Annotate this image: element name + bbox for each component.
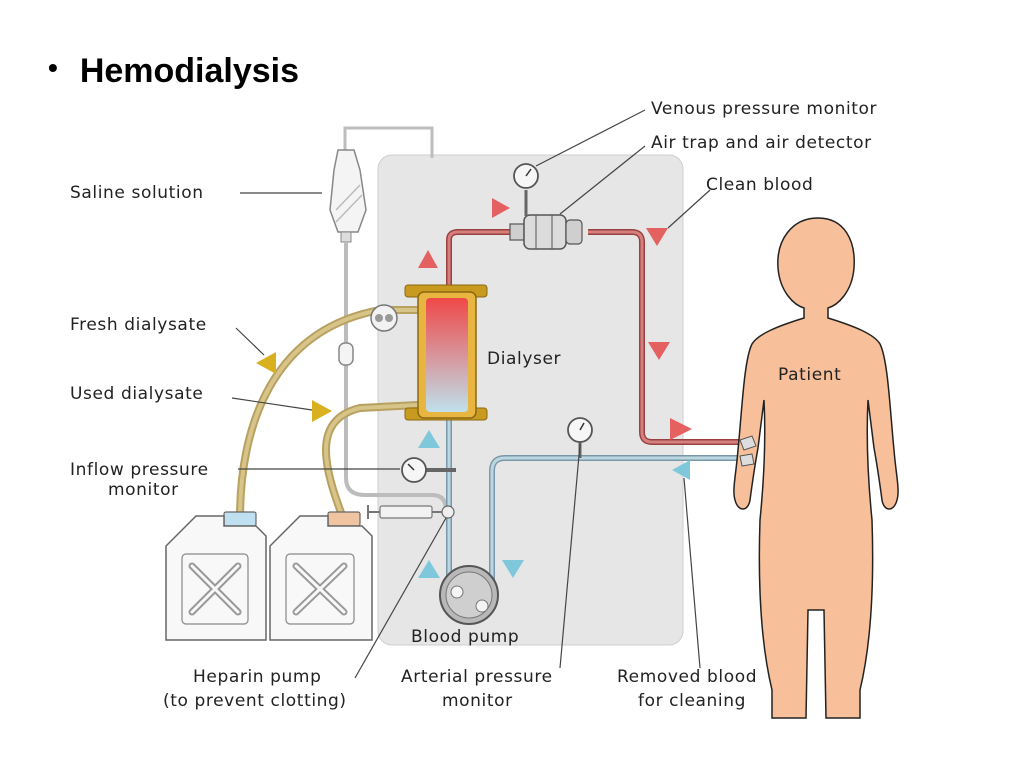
label-heparin-line2: (to prevent clotting) — [163, 691, 347, 711]
label-removed-line1: Removed blood — [617, 667, 757, 687]
arrow-down-red-2-icon — [648, 342, 670, 360]
arrow-right-yellow-icon — [312, 400, 332, 422]
label-saline-solution: Saline solution — [70, 183, 204, 203]
saline-line — [344, 242, 448, 511]
inflow-pressure-gauge-icon — [401, 457, 456, 483]
fresh-dialysate-container-icon — [165, 511, 267, 641]
leader-airtrap — [559, 145, 646, 215]
leader-lines — [231, 109, 711, 679]
label-patient: Patient — [778, 365, 841, 385]
label-dialyser: Dialyser — [487, 349, 561, 369]
dialysate-valve-icon — [370, 304, 398, 332]
fresh-dialysate-tube-inner — [238, 308, 418, 519]
drip-chamber — [338, 342, 354, 366]
label-venous-pressure-monitor: Venous pressure monitor — [651, 99, 877, 119]
label-inflow-line1: Inflow pressure — [70, 460, 209, 480]
arrow-down-red-icon — [646, 228, 668, 246]
air-trap-icon — [509, 214, 583, 250]
leader-heparin — [354, 517, 447, 679]
saline-bag-icon — [329, 149, 367, 243]
patient-figure-icon — [733, 217, 899, 719]
label-air-trap: Air trap and air detector — [651, 133, 872, 153]
leader-fresh — [235, 327, 265, 356]
label-inflow-line2: monitor — [108, 480, 179, 500]
arrow-up-red-icon — [418, 250, 438, 268]
leader-venous — [535, 109, 646, 167]
used-dialysate-tube-inner — [324, 403, 419, 519]
slide-title: • Hemodialysis — [48, 52, 299, 91]
label-clean-blood: Clean blood — [706, 175, 813, 195]
bullet-icon: • — [48, 51, 58, 83]
label-used-dialysate: Used dialysate — [70, 384, 203, 404]
title-text: Hemodialysis — [79, 52, 300, 90]
catheter-icon — [739, 435, 757, 467]
leader-used — [231, 397, 313, 411]
arrow-up-blue-2-icon — [418, 560, 440, 578]
saline-hanger — [343, 126, 434, 158]
leader-removed — [683, 477, 701, 669]
label-blood-pump: Blood pump — [411, 627, 519, 647]
leader-clean-blood — [667, 189, 711, 229]
heparin-syringe-icon — [367, 505, 455, 519]
arrow-left-blue-icon — [672, 460, 690, 480]
leader-arterial — [559, 443, 581, 669]
arrow-left-yellow-icon — [256, 352, 276, 374]
used-dialysate-container-icon — [269, 511, 373, 641]
arrow-down-blue-icon — [502, 560, 524, 578]
blood-pump-icon — [439, 565, 499, 625]
label-arterial-line2: monitor — [442, 691, 513, 711]
label-heparin-line1: Heparin pump — [193, 667, 321, 687]
arrow-up-blue-icon — [418, 430, 440, 448]
venous-pressure-gauge-icon — [513, 163, 539, 216]
clean-blood-tube-inner — [447, 230, 742, 444]
dialyser-icon — [404, 284, 488, 421]
arrow-right-red-icon — [492, 198, 510, 218]
machine-panel — [377, 154, 684, 646]
label-removed-line2: for cleaning — [638, 691, 746, 711]
label-fresh-dialysate: Fresh dialysate — [70, 315, 207, 335]
arrow-right-red-2-icon — [670, 418, 692, 440]
label-arterial-line1: Arterial pressure — [401, 667, 553, 687]
